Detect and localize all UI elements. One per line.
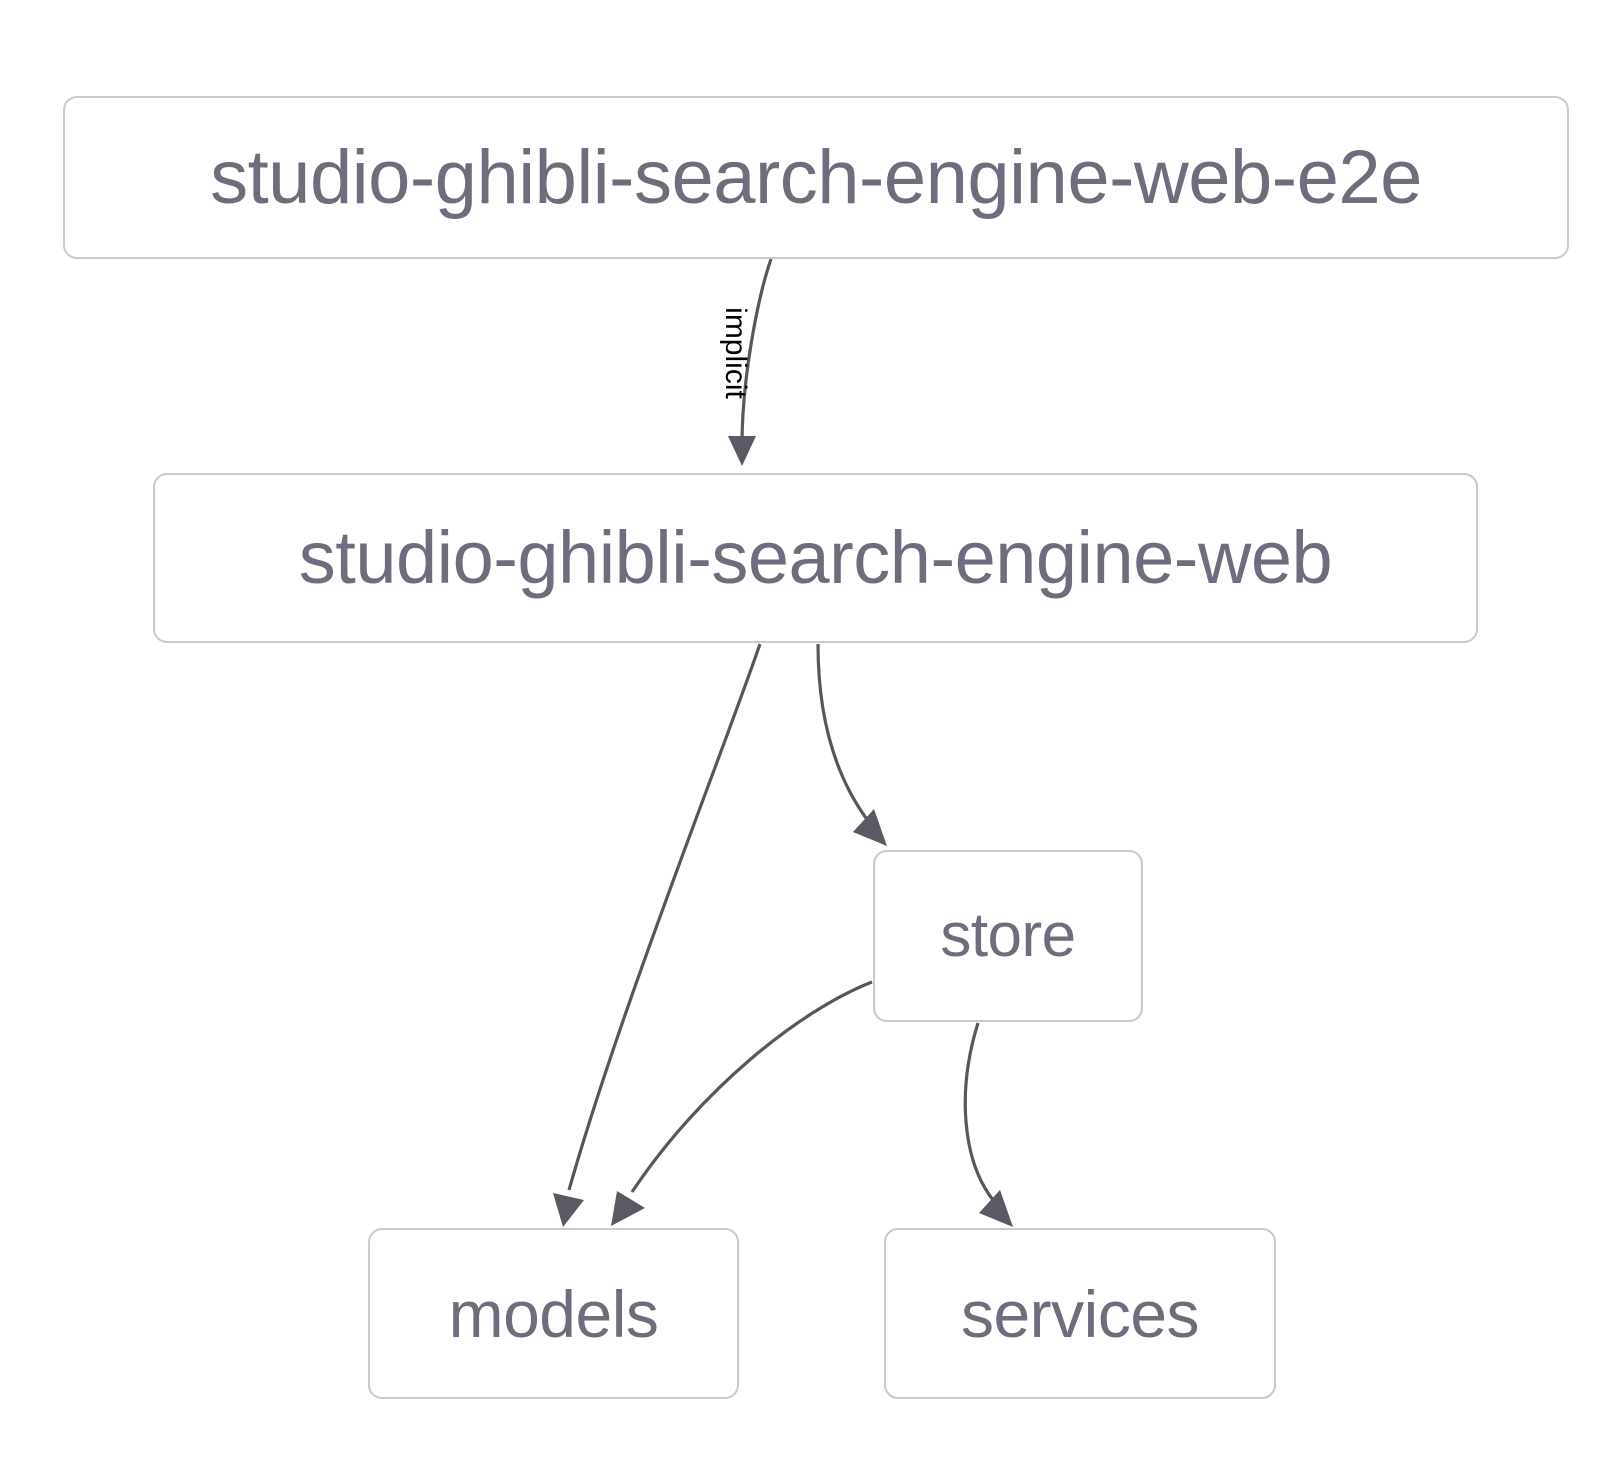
edge-web-to-models bbox=[553, 643, 762, 1227]
node-studio-ghibli-search-engine-web[interactable]: studio-ghibli-search-engine-web bbox=[153, 473, 1478, 643]
node-models[interactable]: models bbox=[368, 1228, 739, 1399]
edge-store-to-models bbox=[611, 980, 873, 1226]
node-label: studio-ghibli-search-engine-web bbox=[298, 516, 1333, 599]
node-label: store bbox=[940, 901, 1076, 970]
edge-label-implicit: implicit bbox=[719, 307, 752, 399]
node-label: services bbox=[960, 1276, 1200, 1351]
edge-web-to-store bbox=[816, 643, 887, 846]
edge-store-to-services bbox=[963, 1022, 1013, 1227]
node-label: studio-ghibli-search-engine-web-e2e bbox=[210, 134, 1422, 220]
node-studio-ghibli-search-engine-web-e2e[interactable]: studio-ghibli-search-engine-web-e2e bbox=[63, 96, 1569, 259]
node-label: models bbox=[448, 1276, 659, 1351]
node-services[interactable]: services bbox=[884, 1228, 1276, 1399]
node-store[interactable]: store bbox=[873, 850, 1143, 1022]
